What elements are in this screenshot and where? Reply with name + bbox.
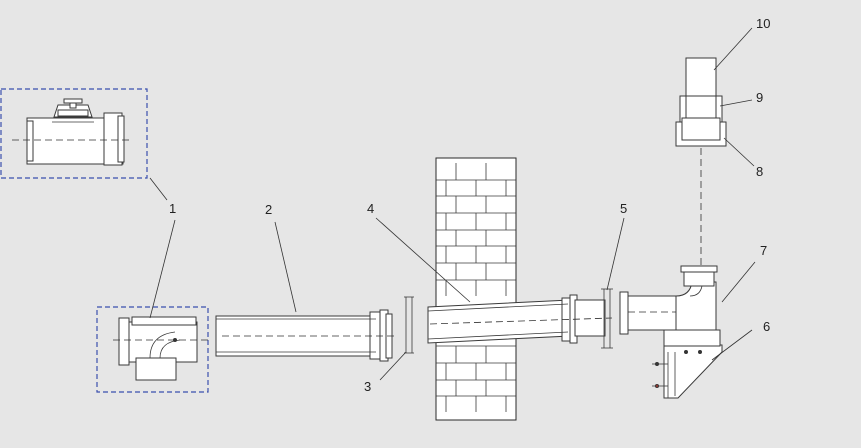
callout-10: 10 <box>756 16 770 31</box>
callout-7: 7 <box>760 243 767 258</box>
callout-8: 8 <box>756 164 763 179</box>
vertical-terminal <box>675 57 727 268</box>
mounting-bracket <box>652 329 723 399</box>
callout-4: 4 <box>367 201 374 216</box>
tee-fitting <box>96 306 210 393</box>
callout-9: 9 <box>756 90 763 105</box>
elbow-fitting <box>619 265 718 335</box>
tee-fitting-detail <box>0 88 148 179</box>
callout-3: 3 <box>364 379 371 394</box>
brick-wall <box>435 157 517 421</box>
wall-sleeve-pipe <box>427 294 613 344</box>
callout-labels: 1 2 3 4 5 6 7 8 9 10 <box>169 16 770 394</box>
callout-1: 1 <box>169 201 176 216</box>
callout-6: 6 <box>763 319 770 334</box>
wall-clamp <box>404 296 414 354</box>
leader-lines <box>149 27 756 381</box>
callout-5: 5 <box>620 201 627 216</box>
extension-pipe <box>215 309 398 362</box>
callout-2: 2 <box>265 202 272 217</box>
